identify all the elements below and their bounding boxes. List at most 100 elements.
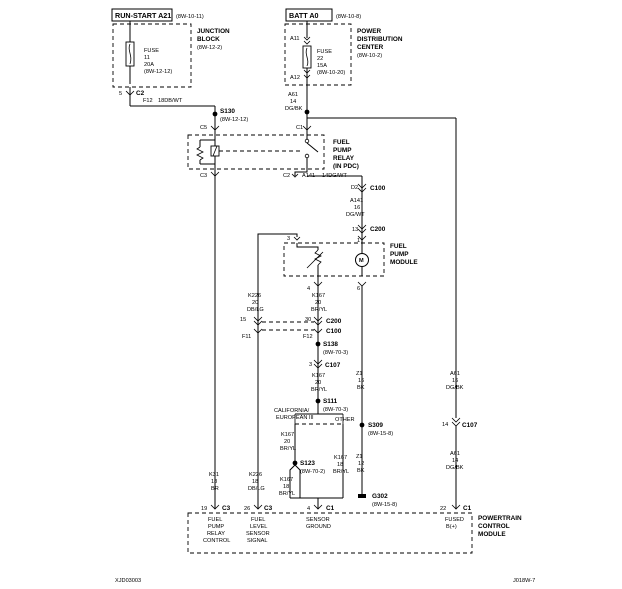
k167-low-left-circuit: K167 bbox=[280, 477, 293, 483]
fuel-pump-relay: FUEL PUMP RELAY (IN PDC) C5 C1 bbox=[187, 112, 359, 170]
pcm-fls-line-4: SIGNAL bbox=[247, 538, 268, 544]
junction-block-title-1: JUNCTION bbox=[197, 28, 230, 35]
c200-right-label: C200 bbox=[370, 226, 386, 233]
z1-top-color: BK bbox=[357, 385, 365, 391]
k31-color: BR bbox=[211, 486, 219, 492]
k167-mid-gauge: 20 bbox=[315, 380, 321, 386]
batt-source: BATT A0 (8W-10-8) bbox=[285, 8, 361, 22]
pcm-pin-4: 4 bbox=[307, 506, 310, 512]
pump-pin-6: 6 bbox=[357, 286, 360, 292]
pump-title-1: FUEL bbox=[390, 243, 407, 250]
k167-top-color: BR/YL bbox=[311, 307, 327, 313]
jb-f12: F12 bbox=[143, 98, 153, 104]
pump-pin-4: 4 bbox=[307, 286, 310, 292]
fuel-pump-module: FUEL PUMP MODULE 1 3 M 4 6 bbox=[283, 235, 418, 292]
batt-ref: (8W-10-8) bbox=[336, 14, 361, 20]
pcm-pin-19: 19 bbox=[201, 506, 207, 512]
a61-top-gauge: 14 bbox=[290, 99, 296, 105]
c100-right-pin: D2 bbox=[351, 185, 358, 191]
a61-mid-circuit: A61 bbox=[450, 371, 460, 377]
jb-wire-18dbwt: 18DB/WT bbox=[158, 98, 183, 104]
pcm-fpr-line-3: RELAY bbox=[207, 531, 225, 537]
pcm-pin-22: 22 bbox=[440, 506, 446, 512]
relay-c2: C2 bbox=[283, 173, 290, 179]
z1-top-circuit: Z1 bbox=[356, 371, 363, 377]
california-line-1: CALIFORNIA/ bbox=[274, 408, 310, 414]
pcm-fpr-line-1: FUEL bbox=[208, 517, 222, 523]
s130-ref: (8W-12-12) bbox=[220, 117, 248, 123]
footer-right-code: J018W-7 bbox=[513, 578, 535, 584]
jb-pin-5: 5 bbox=[119, 91, 122, 97]
pdc-ref: (8W-10-2) bbox=[357, 53, 382, 59]
junction-block-title-2: BLOCK bbox=[197, 36, 220, 43]
california-other: OTHER bbox=[335, 417, 355, 423]
c200-mid-pin-right: 30 bbox=[305, 317, 311, 323]
power-distribution-center: POWER DISTRIBUTION CENTER (8W-10-2) A11 … bbox=[284, 21, 403, 86]
pdc-a11: A11 bbox=[290, 36, 300, 42]
k31-gauge: 18 bbox=[211, 479, 217, 485]
pcm-fls-line-3: SENSOR bbox=[246, 531, 270, 537]
run-start-source: RUN-START A21 (8W-10-11) bbox=[111, 8, 204, 22]
k31-circuit: K31 bbox=[209, 472, 219, 478]
c200-mid-label: C200 bbox=[326, 318, 342, 325]
a61-mid-color: DG/BK bbox=[446, 385, 464, 391]
s111-splice-icon bbox=[315, 398, 321, 404]
pdc-a12: A12 bbox=[290, 75, 300, 81]
c107-mid-label: C107 bbox=[325, 362, 341, 369]
pcm-sg-line-1: SENSOR bbox=[306, 517, 330, 523]
g302-ref: (8W-15-8) bbox=[372, 502, 397, 508]
s130-label: S130 bbox=[220, 108, 235, 115]
relay-c1: C1 bbox=[296, 125, 303, 131]
k167-top-circuit: K167 bbox=[312, 293, 325, 299]
pcm-c1-b: C1 bbox=[463, 505, 472, 512]
c100-mid-pin-left: F11 bbox=[242, 334, 251, 340]
s123-label: S123 bbox=[300, 460, 315, 467]
a61-low-circuit: A61 bbox=[450, 451, 460, 457]
k167-low-right-color: BR/YL bbox=[333, 469, 349, 475]
c107-right-pin: 14 bbox=[442, 422, 448, 428]
k167-top-gauge: 20 bbox=[315, 300, 321, 306]
z1-top-gauge: 16 bbox=[358, 378, 364, 384]
pcm-title-3: MODULE bbox=[478, 531, 506, 538]
fuse-11-rating: 20A bbox=[144, 62, 154, 68]
pump-motor-icon bbox=[355, 253, 369, 267]
z1-low-circuit: Z1 bbox=[356, 454, 363, 460]
pcm-fused-line-1: FUSED bbox=[445, 517, 464, 523]
relay-title-2: PUMP bbox=[333, 147, 352, 154]
relay-switch-icon bbox=[306, 142, 319, 153]
k226-low-gauge: 18 bbox=[252, 479, 258, 485]
fuse-11-ref: (8W-12-12) bbox=[144, 69, 172, 75]
a61-low-color: DG/BK bbox=[446, 465, 464, 471]
pcm-fls-line-2: LEVEL bbox=[250, 524, 267, 530]
s138-ref: (8W-70-3) bbox=[323, 350, 348, 356]
a61-top-color: DG/BK bbox=[285, 106, 303, 112]
z1-low-gauge: 12 bbox=[358, 461, 364, 467]
c107-mid-connector-icon bbox=[313, 359, 323, 365]
g302-label: G302 bbox=[372, 493, 388, 500]
c100-right-connector-icon bbox=[357, 183, 367, 189]
c107-mid-pin: 3 bbox=[309, 362, 312, 368]
pcm-sg-line-2: GROUND bbox=[306, 524, 331, 530]
k167-low-left-gauge: 18 bbox=[283, 484, 289, 490]
k167-mid-circuit: K167 bbox=[312, 373, 325, 379]
pcm-fls-line-1: FUEL bbox=[251, 517, 265, 523]
a61-top-circuit: A61 bbox=[288, 92, 298, 98]
relay-title-1: FUEL bbox=[333, 139, 350, 146]
c100-right-circuit: A141 bbox=[350, 198, 363, 204]
run-start-ref: (8W-10-11) bbox=[176, 14, 204, 20]
pump-pin-3: 3 bbox=[287, 236, 290, 242]
c200-right-pin: 13 bbox=[352, 227, 358, 233]
fuse-22-label: FUSE bbox=[317, 49, 332, 55]
k226-top-circuit: K226 bbox=[248, 293, 261, 299]
pcm-pin-26: 26 bbox=[244, 506, 250, 512]
pcm-fpr-line-4: CONTROL bbox=[203, 538, 230, 544]
pdc-title-3: CENTER bbox=[357, 44, 384, 51]
c200-right-connector-icon bbox=[357, 224, 367, 230]
s309-splice-icon bbox=[359, 422, 365, 428]
c100-right-color: DG/WT bbox=[346, 212, 365, 218]
pump-title-3: MODULE bbox=[390, 259, 418, 266]
c100-right-label: C100 bbox=[370, 185, 386, 192]
pcm-c1-a: C1 bbox=[326, 505, 335, 512]
s111-ref: (8W-70-3) bbox=[323, 407, 348, 413]
pdc-title-2: DISTRIBUTION bbox=[357, 36, 403, 43]
